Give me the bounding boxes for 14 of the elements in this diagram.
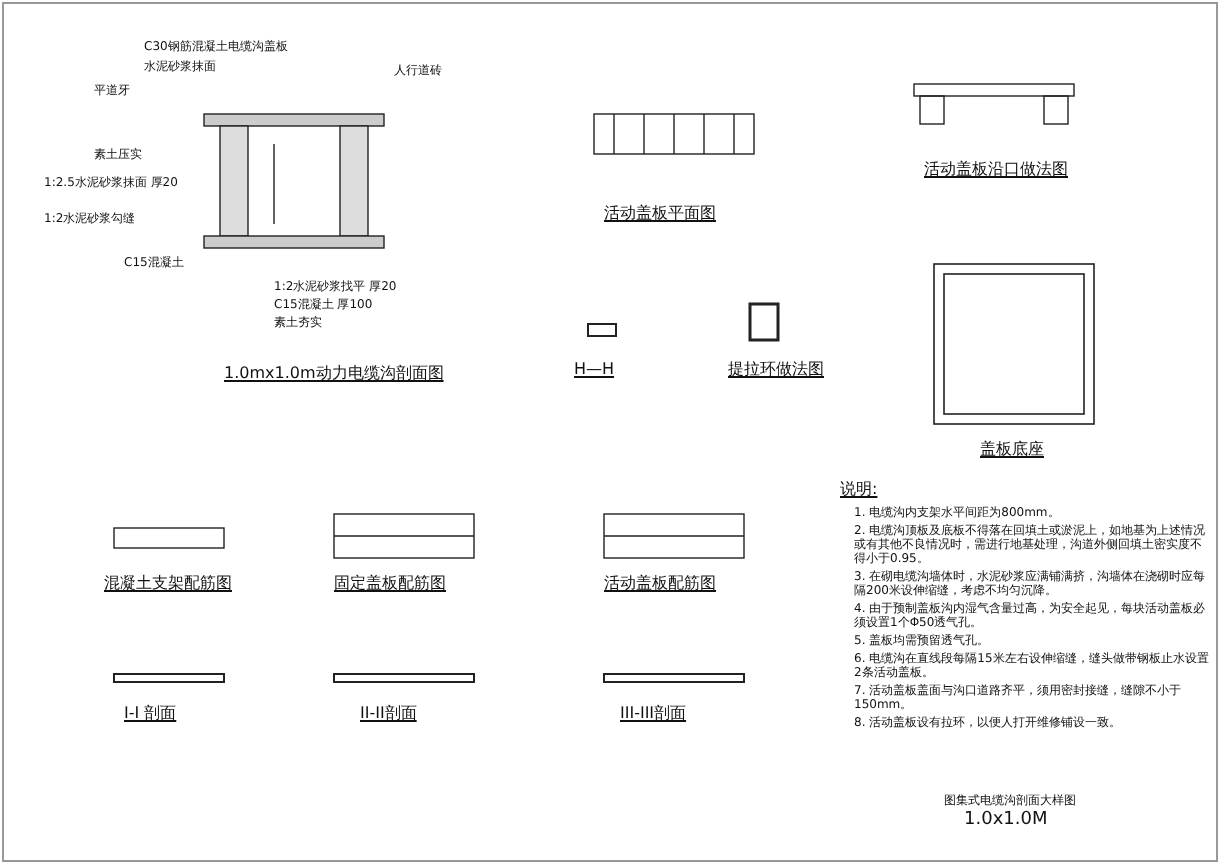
view-title: 活动盖板沿口做法图 bbox=[924, 160, 1068, 178]
view-title: III-III剖面 bbox=[620, 704, 687, 722]
view-title: 混凝土支架配筋图 bbox=[104, 574, 232, 592]
view-title: I-I 剖面 bbox=[124, 704, 177, 722]
view-title: 1.0mx1.0m动力电缆沟剖面图 bbox=[224, 364, 444, 382]
view-title: 盖板底座 bbox=[980, 440, 1044, 458]
notes-heading: 说明: bbox=[840, 480, 878, 498]
view-title: 提拉环做法图 bbox=[728, 360, 824, 378]
view-title: 固定盖板配筋图 bbox=[334, 574, 446, 592]
drawing-caption: 1.0x1.0M bbox=[964, 814, 1048, 828]
view-title: 活动盖板配筋图 bbox=[604, 574, 716, 592]
view-title: H—H bbox=[574, 360, 615, 378]
view-title: 活动盖板平面图 bbox=[604, 204, 716, 222]
view-title: II-II剖面 bbox=[360, 704, 417, 722]
